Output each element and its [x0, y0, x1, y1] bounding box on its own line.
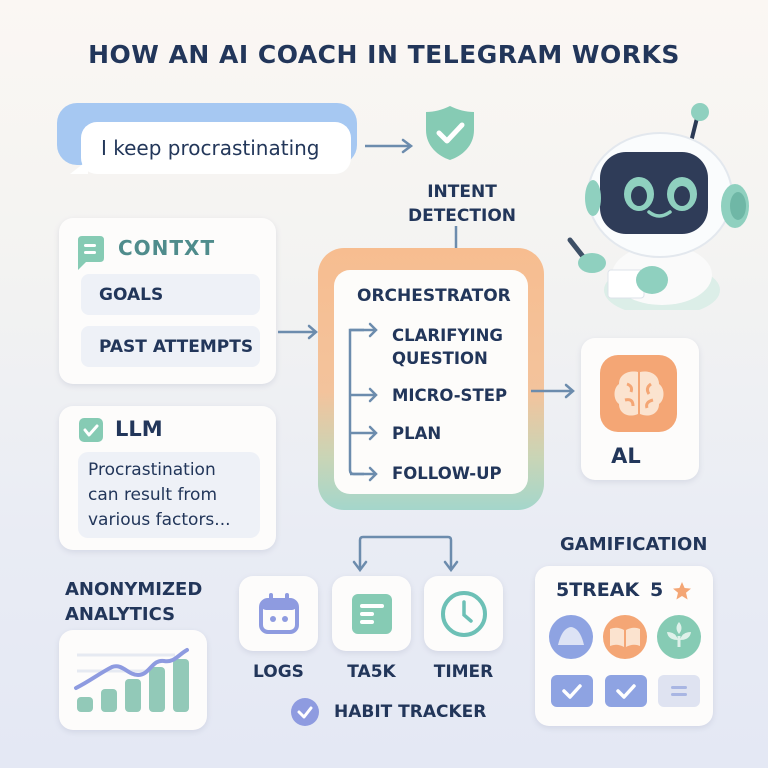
llm-response-line: can result from [88, 485, 218, 505]
leaf-badge-icon[interactable] [656, 614, 702, 660]
option-follow-up[interactable]: FOLLOW-UP [392, 464, 502, 483]
ai-icon-tile [600, 355, 677, 432]
llm-title: LLM [115, 417, 163, 441]
analytics-title-line: ANONYMIZED [65, 579, 203, 600]
context-title: CONTXT [118, 236, 216, 260]
arrow-right-icon [531, 383, 575, 399]
checkbox-icon [79, 418, 103, 442]
pending-tile-icon[interactable] [658, 675, 700, 707]
orchestrator-panel [334, 270, 528, 494]
task-button[interactable] [332, 576, 411, 651]
branch-arrows-icon [348, 322, 378, 482]
page-title: HOW AN AI COACH IN TELEGRAM WORKS [88, 40, 680, 69]
chat-bubble-icon [78, 236, 104, 270]
check-circle-icon [291, 698, 319, 726]
split-arrow-icon [352, 535, 459, 572]
analytics-title-line: ANALYTICS [65, 604, 176, 625]
gamification-title: GAMIFICATION [560, 534, 708, 555]
context-item-goals[interactable]: GOALS [81, 274, 260, 315]
timer-button[interactable] [424, 576, 503, 651]
user-message-bubble[interactable]: I keep procrastinating [81, 122, 351, 174]
llm-response-line: various factors... [88, 510, 231, 530]
chart-icon [74, 648, 189, 712]
llm-response-line: Procrastination [88, 460, 216, 480]
intent-detection-label: INTENT DETECTION [400, 180, 524, 228]
streak-label: 5TREAK [556, 579, 640, 601]
brain-icon [614, 371, 664, 416]
option-plan[interactable]: PLAN [392, 424, 442, 443]
llm-response-box: Procrastination can result from various … [78, 452, 260, 538]
check-tile-icon[interactable] [551, 675, 593, 707]
book-badge-icon[interactable] [602, 614, 648, 660]
robot-mascot-illustration [567, 103, 749, 310]
option-label: QUESTION [392, 349, 488, 368]
option-clarifying-question[interactable]: CLARIFYING QUESTION [392, 324, 503, 370]
shield-check-icon [426, 106, 474, 160]
task-list-icon [351, 593, 392, 634]
orchestrator-title: ORCHESTRATOR [357, 286, 511, 306]
task-label: TA5K [347, 662, 396, 682]
logs-button[interactable] [239, 576, 318, 651]
intent-label-line1: INTENT [427, 182, 497, 202]
arrow-right-icon [278, 324, 318, 340]
context-item-past-attempts[interactable]: PAST ATTEMPTS [81, 326, 260, 367]
ai-label: AL [611, 444, 641, 468]
arrow-right-icon [365, 138, 414, 154]
star-icon [673, 582, 691, 600]
timer-label: TIMER [433, 662, 494, 682]
intent-label-line2: DETECTION [407, 206, 516, 226]
streak-value: 5 [650, 579, 664, 601]
user-message-text: I keep procrastinating [101, 136, 320, 160]
check-tile-icon[interactable] [605, 675, 647, 707]
calendar-icon [258, 592, 299, 634]
option-label: CLARIFYING [392, 326, 503, 345]
option-micro-step[interactable]: MICRO-STEP [392, 386, 508, 405]
habit-tracker-label: HABIT TRACKER [334, 702, 487, 722]
clock-icon [440, 590, 487, 637]
mountain-badge-icon[interactable] [548, 614, 594, 660]
analytics-title: ANONYMIZED ANALYTICS [65, 577, 202, 627]
logs-label: LOGS [253, 662, 304, 682]
